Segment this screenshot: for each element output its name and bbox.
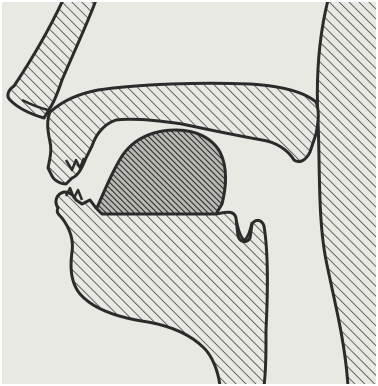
- diagram-canvas: [0, 0, 378, 386]
- vocal-tract-diagram: [0, 0, 378, 386]
